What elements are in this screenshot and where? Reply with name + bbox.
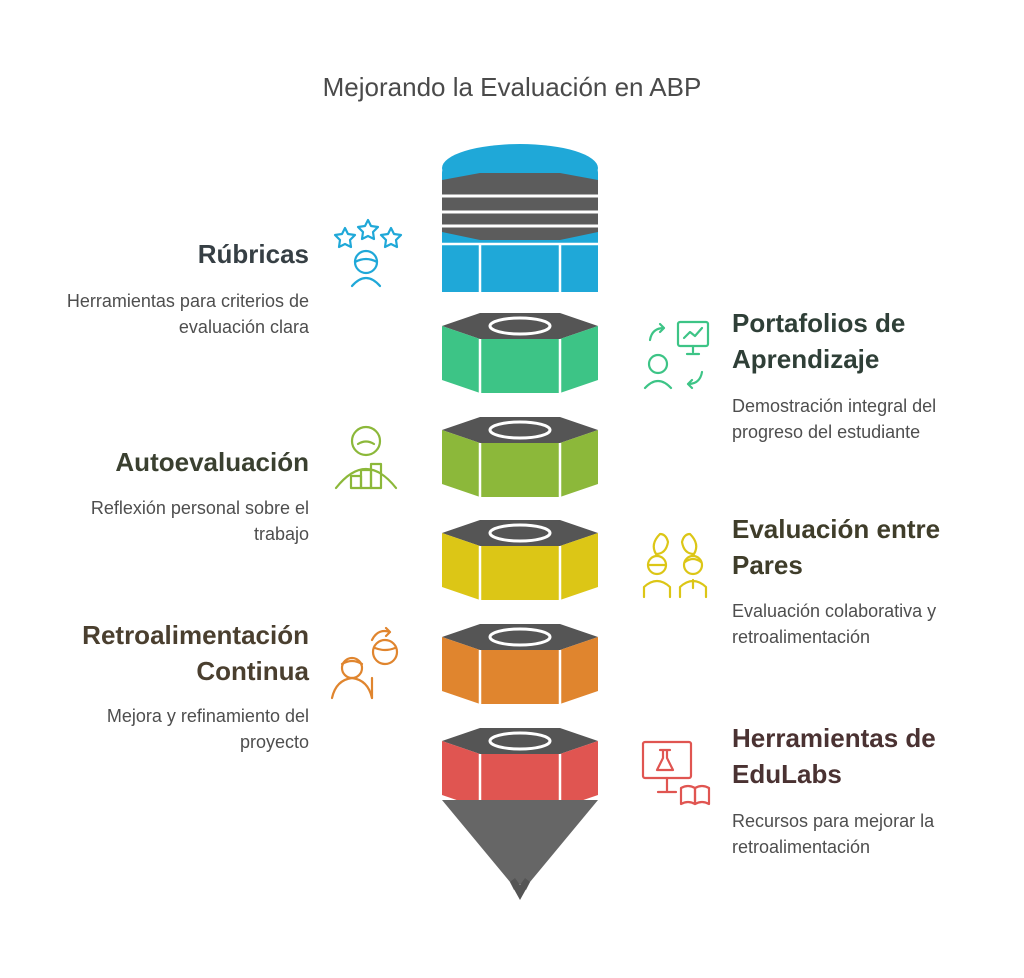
feedback-cycle-icon: [330, 626, 399, 700]
segment-top: [442, 417, 598, 443]
rubric-icon: [333, 218, 403, 288]
self-assessment-icon: [334, 425, 398, 490]
segment-ring: [488, 627, 552, 647]
self-assessment-segment: [442, 417, 598, 497]
pencil-tip: [442, 800, 598, 900]
segment-ring: [488, 523, 552, 543]
eraser-segment: [442, 144, 598, 292]
item-title-portafolios: Portafolios de Aprendizaje: [732, 308, 906, 374]
peer-segment: [442, 520, 598, 600]
segment-ring: [488, 316, 552, 336]
portfolio-icon: [643, 320, 710, 390]
peer-review-icon: [642, 532, 708, 599]
segment-top: [442, 313, 598, 339]
segment-top: [442, 520, 598, 546]
item-desc-retroalimentacion: Mejora y refinamiento del proyecto: [106, 706, 309, 752]
item-desc-portafolios: Demostración integral del progreso del e…: [732, 396, 937, 442]
item-title-edulabs: Herramientas de EduLabs: [732, 723, 936, 789]
lab-tools-icon: [641, 740, 711, 806]
item-desc-edulabs: Recursos para mejorar la retroalimentaci…: [732, 811, 935, 857]
segment-top: [442, 728, 598, 754]
segment-ring: [488, 420, 552, 440]
item-title-retroalimentacion: Retroalimentación Continua: [82, 620, 309, 686]
item-desc-pares: Evaluación colaborativa y retroalimentac…: [732, 601, 937, 647]
feedback-segment: [442, 624, 598, 704]
edulabs-segment: [442, 728, 598, 808]
item-title-autoevaluacion: Autoevaluación: [115, 447, 309, 477]
segment-ring: [488, 731, 552, 751]
portfolio-segment: [442, 313, 598, 393]
item-title-pares: Evaluación entre Pares: [732, 514, 941, 580]
page-title: Mejorando la Evaluación en ABP: [322, 72, 702, 102]
segment-top: [442, 624, 598, 650]
item-title-rubricas: Rúbricas: [197, 239, 309, 269]
item-desc-autoevaluacion: Reflexión personal sobre el trabajo: [90, 498, 309, 544]
item-desc-rubricas: Herramientas para criterios de evaluació…: [66, 291, 309, 337]
